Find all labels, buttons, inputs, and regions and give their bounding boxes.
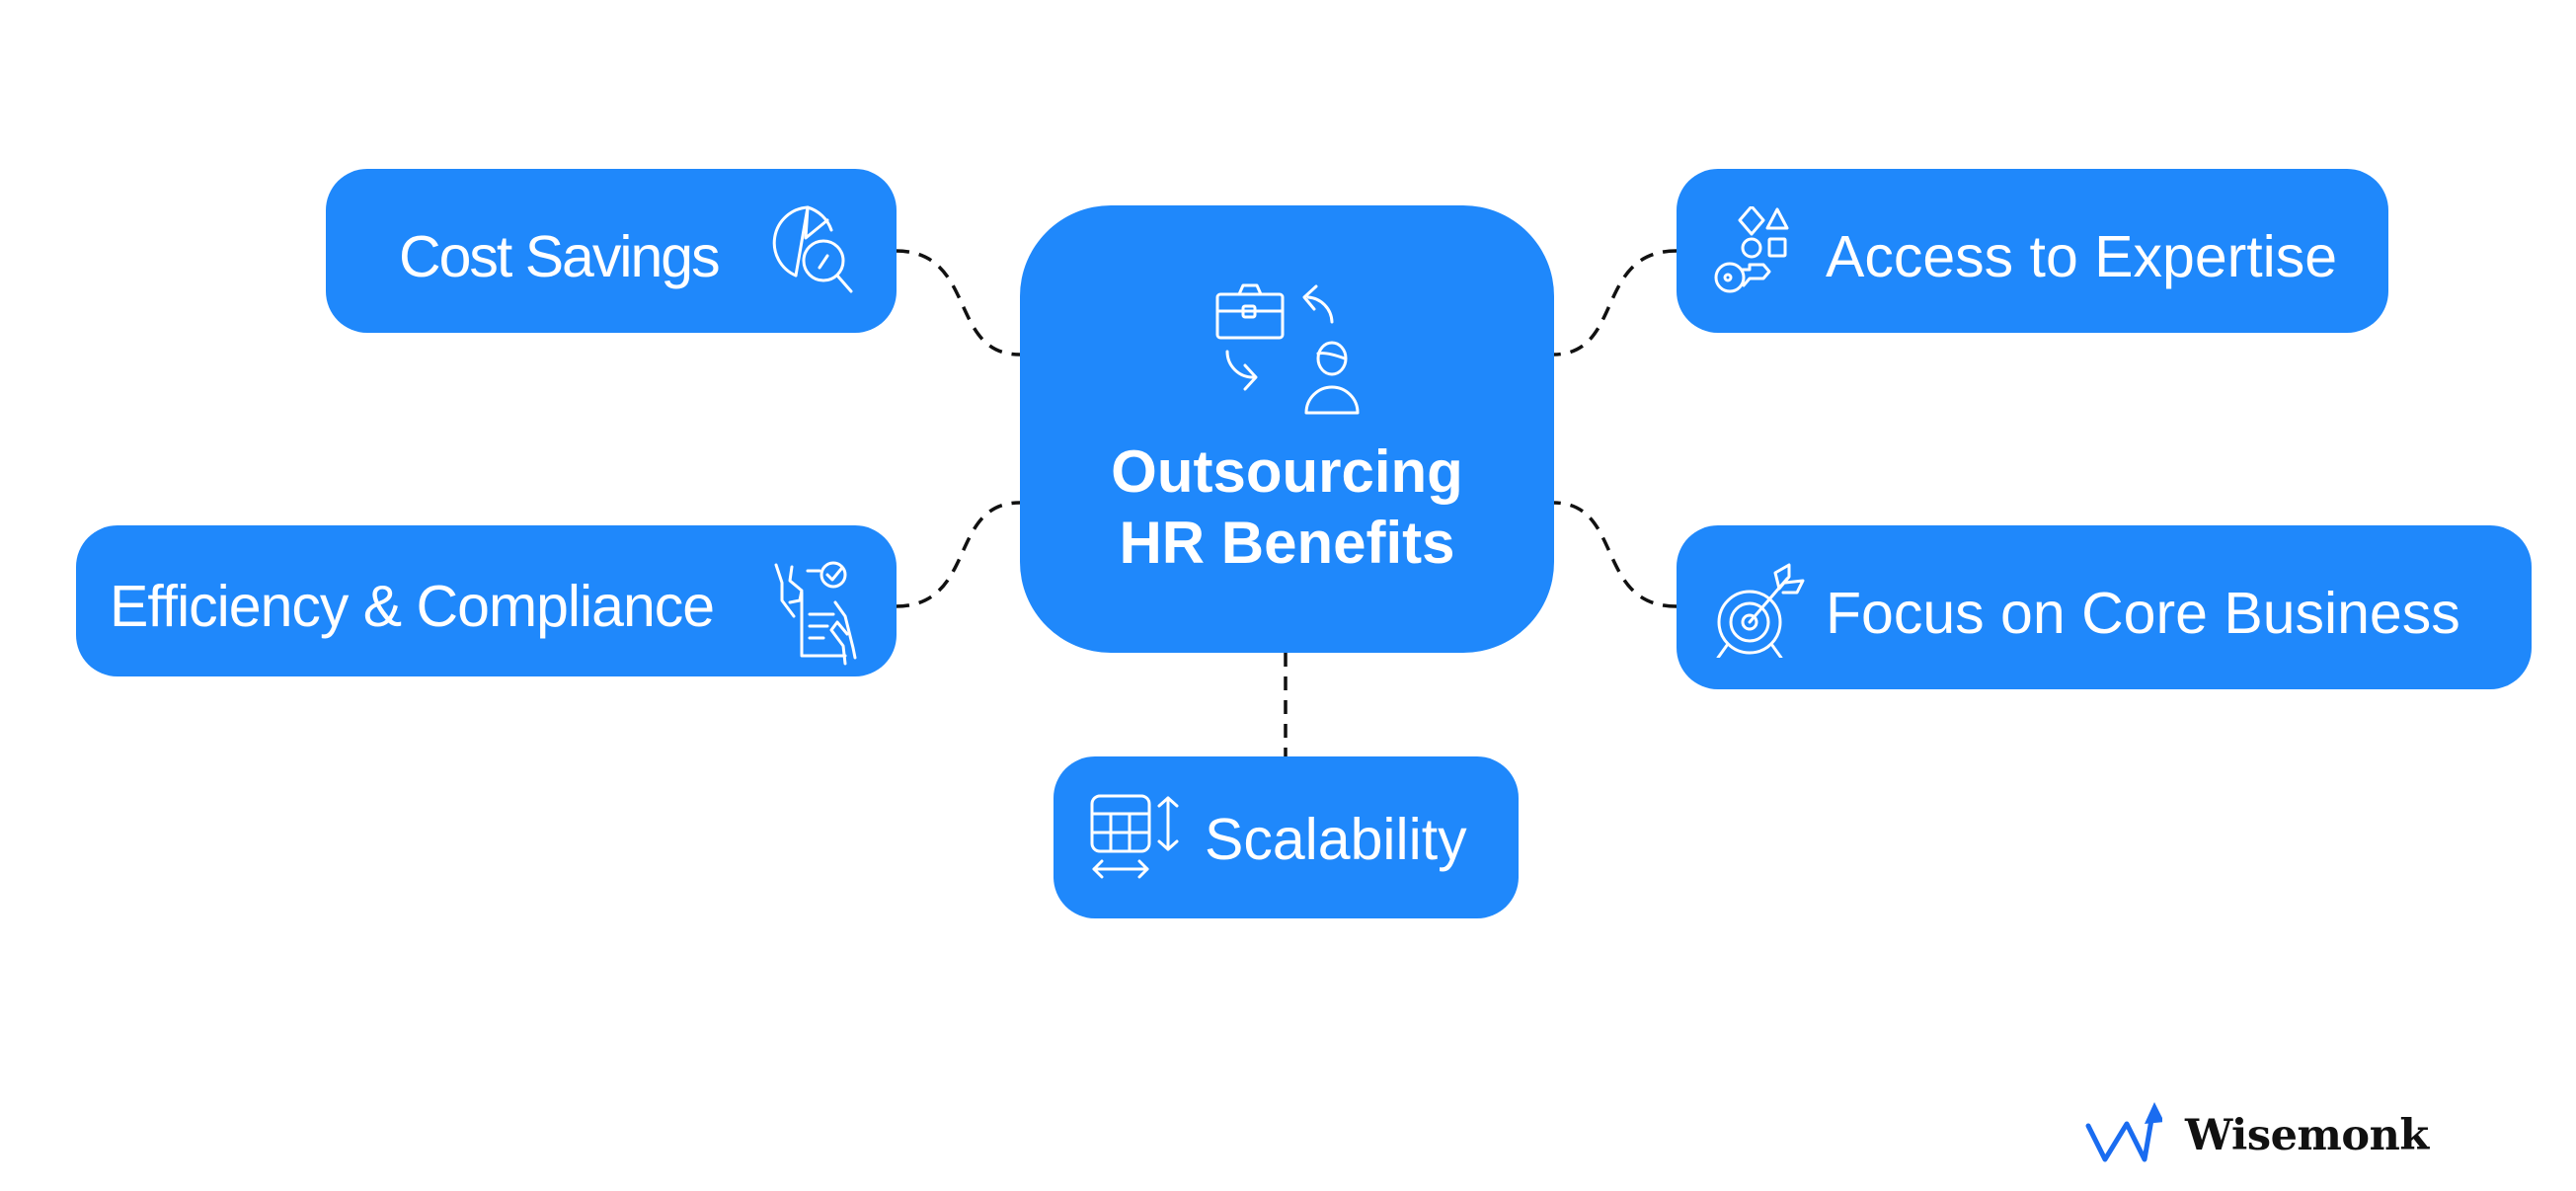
node-efficiency-compliance: Efficiency & Compliance [76, 525, 897, 676]
briefcase-person-exchange-icon [1215, 282, 1360, 415]
checklist-hands-icon [772, 561, 867, 666]
connector-focus [1552, 501, 1678, 608]
node-scalability: Scalability [1054, 756, 1519, 918]
shapes-key-icon [1714, 206, 1805, 297]
connector-cost-savings [895, 249, 1021, 357]
node-label: Scalability [1205, 807, 1467, 872]
connector-expertise [1552, 249, 1678, 357]
grid-resize-arrows-icon [1090, 794, 1181, 885]
node-label: Access to Expertise [1826, 224, 2338, 289]
title-line-1: Outsourcing [1111, 438, 1463, 505]
target-arrow-icon [1714, 563, 1809, 658]
node-focus-core-business: Focus on Core Business [1677, 525, 2532, 689]
wisemonk-logo-mark-icon [2083, 1098, 2164, 1169]
node-access-to-expertise: Access to Expertise [1677, 169, 2388, 333]
pie-chart-magnifier-icon [772, 204, 861, 295]
wisemonk-logo-text: Wisemonk [2185, 1111, 2429, 1160]
connector-efficiency [895, 501, 1021, 608]
central-topic-node: Outsourcing HR Benefits [1020, 205, 1554, 653]
wisemonk-logo: Wisemonk [2083, 1098, 2429, 1169]
node-label: Focus on Core Business [1826, 581, 2460, 646]
title-line-2: HR Benefits [1119, 510, 1455, 576]
node-cost-savings: Cost Savings [326, 169, 897, 333]
central-topic-title: Outsourcing HR Benefits [1020, 437, 1554, 579]
node-label: Cost Savings [399, 224, 721, 289]
node-label: Efficiency & Compliance [110, 574, 715, 639]
